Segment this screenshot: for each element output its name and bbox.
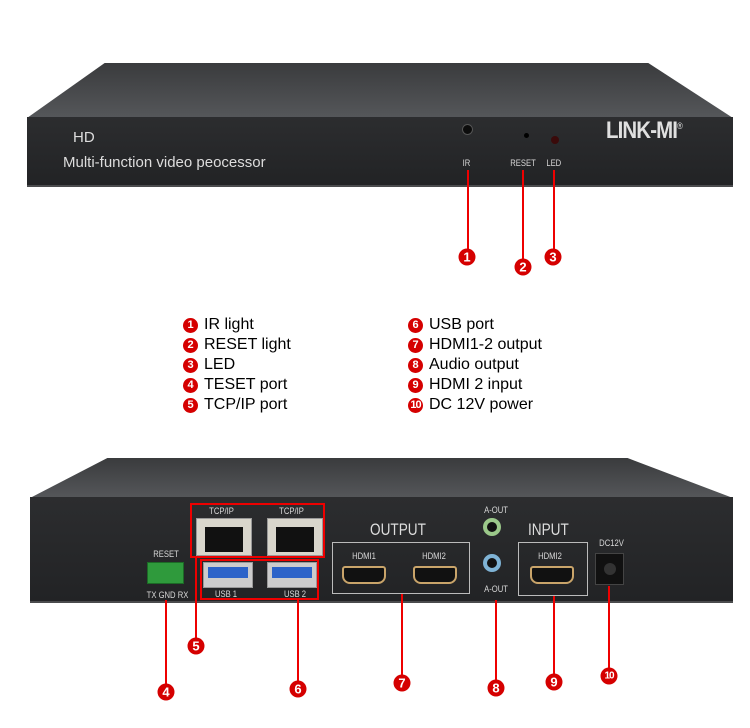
hdmi2-input-port bbox=[530, 566, 574, 584]
ethernet-port-1 bbox=[196, 518, 252, 556]
front-panel bbox=[27, 117, 733, 187]
hdmi2-output-label: HDMI2 bbox=[422, 551, 446, 561]
dc-power-jack bbox=[595, 553, 624, 585]
marker-3: 3 bbox=[544, 248, 562, 266]
callout-line-3 bbox=[553, 170, 555, 250]
front-title-hd: HD bbox=[73, 129, 95, 146]
callout-line-7 bbox=[401, 594, 403, 676]
marker-1: 1 bbox=[458, 248, 476, 266]
hdmi1-output-port bbox=[342, 566, 386, 584]
reset-hole bbox=[524, 133, 529, 138]
brand-logo: LINK-MI® bbox=[606, 117, 683, 144]
audio-out-jack-green bbox=[483, 518, 501, 536]
output-title: OUTPUT bbox=[370, 520, 426, 539]
hdmi2-input-label: HDMI2 bbox=[538, 551, 562, 561]
ir-sensor bbox=[462, 124, 473, 135]
audio-out-label-top: A-OUT bbox=[484, 505, 508, 515]
callout-line-4 bbox=[165, 600, 167, 685]
usb-port-1 bbox=[203, 562, 253, 588]
tcp-ip-label-2: TCP/IP bbox=[279, 506, 304, 516]
callout-line-10 bbox=[608, 586, 610, 670]
marker-5: 5 bbox=[187, 637, 205, 655]
ethernet-port-2 bbox=[267, 518, 323, 556]
usb-label-1: USB 1 bbox=[214, 589, 238, 599]
marker-8: 8 bbox=[487, 679, 505, 697]
input-title: INPUT bbox=[528, 520, 569, 539]
callout-line-2 bbox=[522, 170, 524, 260]
dc12v-label: DC12V bbox=[599, 538, 624, 548]
usb-port-2 bbox=[267, 562, 317, 588]
callout-line-6 bbox=[297, 600, 299, 682]
tcp-ip-label-1: TCP/IP bbox=[209, 506, 234, 516]
callout-line-5 bbox=[195, 558, 197, 640]
back-device-top bbox=[30, 458, 733, 498]
marker-4: 4 bbox=[157, 683, 175, 701]
hdmi1-output-label: HDMI1 bbox=[352, 551, 376, 561]
usb-highlight bbox=[200, 559, 319, 600]
tcp-ip-highlight bbox=[190, 503, 325, 558]
front-device-top bbox=[27, 63, 733, 118]
front-title-description: Multi-function video peocessor bbox=[63, 154, 266, 171]
led-label: LED bbox=[546, 158, 562, 168]
back-panel bbox=[30, 497, 733, 603]
terminal-pins-label: TX GND RX bbox=[146, 590, 189, 600]
marker-2: 2 bbox=[514, 258, 532, 276]
marker-10: 10 bbox=[600, 667, 618, 685]
marker-6: 6 bbox=[289, 680, 307, 698]
reset-terminal-block bbox=[147, 562, 184, 584]
input-box bbox=[518, 542, 588, 596]
reset-terminal-label: RESET bbox=[153, 549, 179, 559]
marker-7: 7 bbox=[393, 674, 411, 692]
callout-line-9 bbox=[553, 596, 555, 676]
usb-label-2: USB 2 bbox=[283, 589, 307, 599]
hdmi2-output-port bbox=[413, 566, 457, 584]
marker-9: 9 bbox=[545, 673, 563, 691]
audio-out-jack-blue bbox=[483, 554, 501, 572]
callout-line-1 bbox=[467, 170, 469, 250]
output-box bbox=[332, 542, 470, 594]
led-indicator bbox=[551, 136, 559, 144]
reset-label: RESET bbox=[510, 158, 536, 168]
ir-label: IR bbox=[462, 158, 471, 168]
callout-line-8 bbox=[495, 600, 497, 680]
audio-out-label-bottom: A-OUT bbox=[484, 584, 508, 594]
